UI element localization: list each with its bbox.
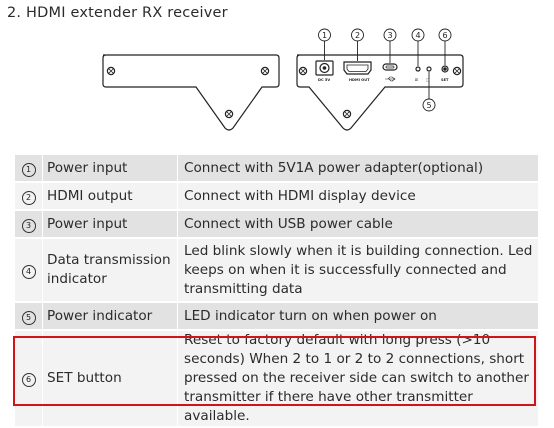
row-description: Led blink slowly when it is building con… — [178, 239, 538, 301]
device-back-view — [102, 54, 280, 131]
table-row: 3 Power input Connect with USB power cab… — [15, 211, 538, 237]
section-title: 2. HDMI extender RX receiver — [7, 5, 228, 21]
row-name: Power indicator — [43, 303, 178, 329]
table-row: 1 Power input Connect with 5V1A power ad… — [15, 155, 538, 181]
set-button-graphic — [441, 65, 449, 73]
callout-1: 1 — [322, 31, 327, 40]
device-diagram: DC 5V HDMI OUT ⊡ ◻ SET 1 2 3 4 5 6 — [102, 28, 464, 131]
row-name: SET button — [43, 331, 178, 426]
row-description: Connect with USB power cable — [178, 211, 538, 237]
row-number: 1 — [21, 162, 36, 177]
row-description: LED indicator turn on when power on — [178, 303, 538, 329]
callout-2: 2 — [355, 31, 360, 40]
usb-port — [382, 63, 398, 71]
dc-port — [315, 60, 334, 76]
led-label-2: ◻ — [426, 78, 429, 82]
hdmi-port — [343, 61, 372, 75]
table-row: 2 HDMI output Connect with HDMI display … — [15, 183, 538, 209]
row-description: Connect with HDMI display device — [178, 183, 538, 209]
table-row: 6 SET button Reset to factory default wi… — [15, 331, 538, 426]
row-number: 6 — [21, 373, 36, 387]
row-number: 4 — [21, 264, 36, 279]
hdmi-label: HDMI OUT — [349, 78, 370, 82]
set-label: SET — [441, 78, 449, 82]
dc-label: DC 5V — [318, 78, 330, 82]
row-description: Reset to factory default with long press… — [178, 331, 538, 426]
callout-6: 6 — [442, 31, 447, 40]
table-row: 4 Data transmission indicator Led blink … — [15, 239, 538, 301]
data-led — [415, 66, 421, 72]
row-name: HDMI output — [43, 183, 178, 209]
usb-icon — [385, 76, 396, 82]
table-row: 5 Power indicator LED indicator turn on … — [15, 303, 538, 329]
row-name: Data transmission indicator — [43, 239, 178, 301]
device-front-view — [296, 54, 464, 131]
led-label-1: ⊡ — [415, 78, 418, 82]
power-led — [426, 66, 432, 72]
callout-circles — [318, 28, 452, 112]
row-name: Power input — [43, 155, 178, 181]
spec-table: 1 Power input Connect with 5V1A power ad… — [15, 153, 538, 428]
row-name: Power input — [43, 211, 178, 237]
row-description: Connect with 5V1A power adapter(optional… — [178, 155, 538, 181]
row-number: 2 — [21, 190, 36, 205]
row-number: 5 — [21, 310, 36, 325]
callout-3: 3 — [387, 31, 392, 40]
callout-4: 4 — [415, 31, 420, 40]
callout-5: 5 — [426, 101, 431, 110]
row-number: 3 — [21, 218, 36, 233]
